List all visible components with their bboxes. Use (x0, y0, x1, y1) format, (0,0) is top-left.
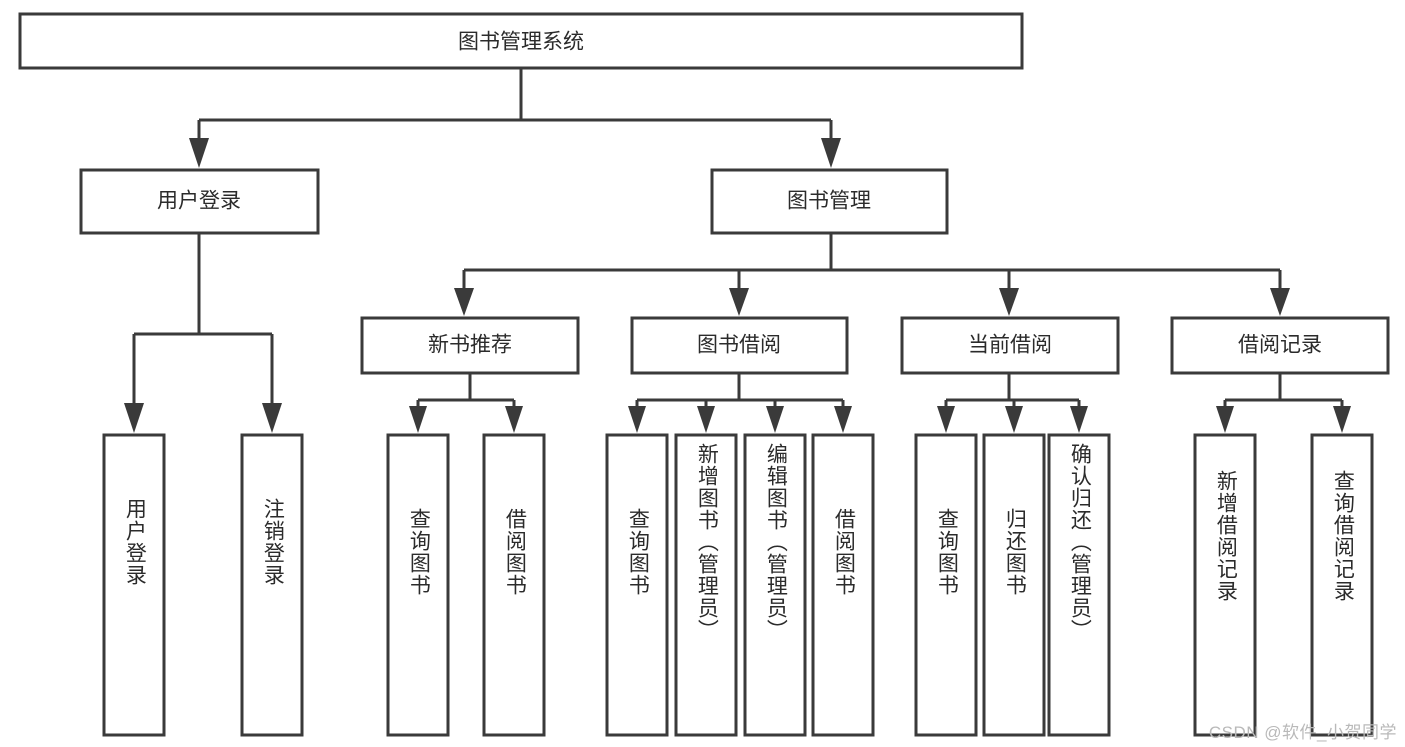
node-root-box[interactable] (18, 12, 1024, 70)
node-book-borrow-label: 图书借阅 (697, 334, 781, 357)
node-book-management-box[interactable] (710, 168, 949, 235)
node-new-book-recommend-box[interactable] (360, 316, 580, 375)
arrowhead-leaf-edit-book (766, 406, 784, 433)
node-leaf-confirm-return-box[interactable] (1047, 433, 1111, 737)
connector-group-current-borrow (937, 373, 1088, 433)
node-leaf-borrow-book-2-box[interactable] (811, 433, 875, 737)
arrowhead-new-book-recommend (454, 288, 474, 316)
node-book-borrow[interactable]: 图书借阅 (630, 316, 849, 375)
arrowhead-leaf-user-login (124, 403, 144, 433)
node-leaf-add-record-box[interactable] (1193, 433, 1257, 737)
node-leaf-query-book-3-box[interactable] (914, 433, 978, 737)
node-leaf-edit-book-box[interactable] (743, 433, 807, 737)
arrowhead-leaf-query-book-1 (409, 406, 427, 433)
node-user-login-label: 用户登录 (157, 190, 241, 213)
node-current-borrow-label: 当前借阅 (968, 334, 1052, 357)
node-leaf-query-book-2-box[interactable] (605, 433, 669, 737)
connector-group-borrow-record (1216, 373, 1351, 433)
node-book-management[interactable]: 图书管理 (710, 168, 949, 235)
connector-group-book-borrow (628, 373, 852, 433)
node-user-login[interactable]: 用户登录 (79, 168, 320, 235)
node-user-login-box[interactable] (79, 168, 320, 235)
node-leaf-borrow-book-1-box[interactable] (482, 433, 546, 737)
node-borrow-record[interactable]: 借阅记录 (1170, 316, 1390, 375)
arrowhead-book-borrow (729, 288, 749, 316)
arrowhead-leaf-return-book (1005, 406, 1023, 433)
arrowhead-leaf-add-record (1216, 406, 1234, 433)
arrowhead-leaf-add-book (697, 406, 715, 433)
arrowhead-current-borrow (999, 288, 1019, 316)
arrowhead-leaf-borrow-book-2 (834, 406, 852, 433)
arrowhead-leaf-query-record (1333, 406, 1351, 433)
arrowhead-leaf-logout-login (262, 403, 282, 433)
arrowhead-user-login (189, 138, 209, 168)
arrowhead-book-management (821, 138, 841, 168)
node-leaf-user-login-box[interactable] (102, 433, 166, 737)
connector-group-user-login (124, 233, 282, 433)
arrowhead-leaf-query-book-2 (628, 406, 646, 433)
arrowhead-leaf-borrow-book-1 (505, 406, 523, 433)
connector-group-new-book-recommend (409, 373, 523, 433)
connector-group-root (189, 68, 841, 168)
node-new-book-recommend[interactable]: 新书推荐 (360, 316, 580, 375)
node-book-borrow-box[interactable] (630, 316, 849, 375)
connector-group-book-management (454, 233, 1290, 316)
node-leaf-query-record-box[interactable] (1310, 433, 1374, 737)
csdn-watermark: CSDN @软件_小贺同学 (1208, 723, 1397, 742)
arrowhead-borrow-record (1270, 288, 1290, 316)
node-leaf-logout-login-box[interactable] (240, 433, 304, 737)
node-borrow-record-box[interactable] (1170, 316, 1390, 375)
node-current-borrow[interactable]: 当前借阅 (900, 316, 1120, 375)
node-current-borrow-box[interactable] (900, 316, 1120, 375)
node-root[interactable]: 图书管理系统 (18, 12, 1024, 70)
node-leaf-query-book-1-box[interactable] (386, 433, 450, 737)
node-book-management-label: 图书管理 (787, 190, 871, 213)
node-borrow-record-label: 借阅记录 (1238, 334, 1322, 357)
node-root-label: 图书管理系统 (458, 31, 584, 54)
node-leaf-return-book-box[interactable] (982, 433, 1046, 737)
node-new-book-recommend-label: 新书推荐 (428, 334, 512, 357)
arrowhead-leaf-confirm-return (1070, 406, 1088, 433)
node-leaf-add-book-box[interactable] (674, 433, 738, 737)
arrowhead-leaf-query-book-3 (937, 406, 955, 433)
